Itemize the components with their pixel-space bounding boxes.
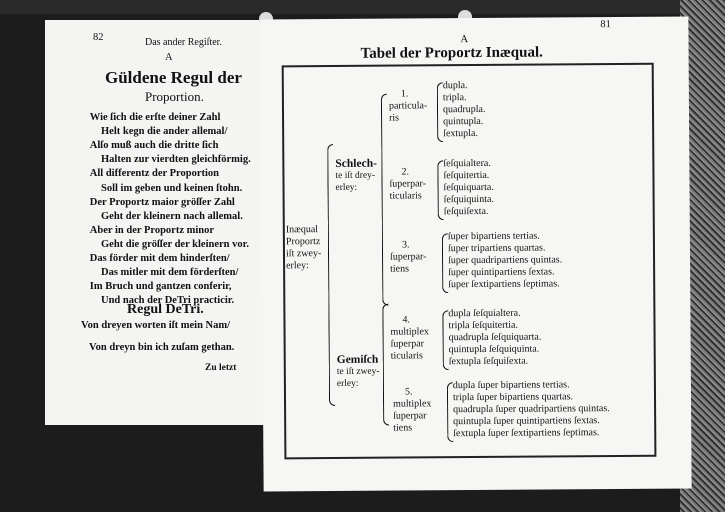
proportion-item: ſextupla ſeſquiſexta.	[448, 355, 529, 368]
verse-line: Helt kegn die ander allemal/	[101, 126, 228, 138]
running-head: Das ander Regiſter.	[145, 37, 222, 48]
branch-label-line: Gemiſch	[336, 353, 379, 366]
root-label-line: erley:	[286, 260, 309, 272]
verse-line: Das mitler mit dem förderſten/	[101, 267, 239, 279]
left-page: 82 Das ander Regiſter. A Güldene Regul d…	[45, 20, 277, 425]
proportion-item: ſeſquiquinta.	[443, 193, 494, 206]
verse-line: Und nach der DeTri practicir.	[101, 295, 235, 307]
verse-line: Im Bruch und gantzen conferir,	[89, 281, 232, 293]
brace	[382, 303, 390, 426]
proportion-item: quintupla.	[443, 115, 484, 128]
group-label-line: 1.	[400, 88, 409, 100]
root-label-line: Inæqual	[285, 224, 319, 236]
proportion-item: ſeſquitertia.	[443, 169, 490, 182]
group-label-line: tiens	[390, 263, 410, 275]
group-label-line: particula-	[388, 100, 428, 112]
group-label-line: ſuperpar	[390, 338, 424, 350]
branch-label-line: erley:	[336, 378, 359, 389]
proportion-item: ſextupla ſuper ſextipartiens ſeptimas.	[453, 427, 600, 440]
group-label-line: 2.	[401, 166, 409, 178]
proportion-item: ſuper ſextipartiens ſeptimas.	[448, 278, 560, 291]
group-label-line: 3.	[401, 239, 410, 251]
group-label-line: 4.	[402, 314, 410, 326]
section-verse-line: Von dreyen worten iſt mein Nam/	[81, 320, 231, 331]
group-label-line: ſuperpar-	[389, 178, 427, 190]
verse-line: Geht die gröſſer der kleinern vor.	[101, 238, 249, 250]
group-label-line: 5.	[404, 386, 413, 398]
left-page-number: 82	[93, 32, 104, 43]
branch-label-line: Schlech-	[335, 157, 377, 170]
proportion-item: ſeſquiſexta.	[443, 205, 489, 218]
right-page-number: 81	[600, 19, 611, 31]
verse-line: Der Proportz maior gröſſer Zahl	[89, 196, 235, 208]
proportion-item: tripla ſeſquitertia.	[448, 319, 518, 332]
section-title: Regul DeTri.	[127, 302, 204, 317]
proportion-item: quadrupla ſeſquiquarta.	[448, 331, 542, 344]
catchword: Zu letzt	[205, 363, 237, 373]
verse-line: Wie ſich die erſte deiner Zahl	[89, 112, 221, 123]
proportion-item: quintupla ſeſquiquinta.	[448, 343, 540, 356]
title-line-2: Proportion.	[145, 89, 204, 104]
verse-line: Alſo muß auch die dritte ſich	[89, 140, 219, 152]
group-label-line: ris	[389, 112, 400, 124]
proportion-item: dupla ſeſquialtera.	[448, 307, 521, 320]
verse-line: Geht der kleinern nach allemal.	[101, 210, 243, 222]
proportion-item: ſuper tripartiens quartas.	[447, 242, 546, 255]
root-label-line: iſt zwey-	[285, 248, 322, 260]
verse-line: All differentz der Proportion	[89, 168, 219, 180]
table-title: Tabel der Proportz Inæqual.	[360, 44, 543, 62]
right-page: 81 A Tabel der Proportz Inæqual. Inæqual…	[260, 16, 692, 492]
verse-line: Aber in der Proportz minor	[89, 224, 215, 236]
signature-mark: A	[460, 34, 469, 46]
group-label-line: tiens	[393, 422, 413, 434]
proportion-item: tripla.	[442, 92, 467, 104]
branch-label-line: te iſt zwey-	[336, 366, 380, 377]
group-label-line: ſuperpar	[393, 410, 427, 422]
proportion-item: dupla.	[442, 80, 468, 92]
branch-label-line: te iſt drey-	[335, 170, 376, 181]
proportion-item: ſextupla.	[443, 127, 478, 140]
proportion-item: ſuper quadripartiens quintas.	[448, 254, 563, 267]
proportion-item: ſeſquiquarta.	[443, 181, 494, 194]
section-verse-line: Von dreyn bin ich zuſam gethan.	[89, 342, 235, 353]
group-label-line: ſuperpar-	[389, 251, 427, 263]
proportion-item: ſuper quintipartiens ſextas.	[448, 266, 555, 279]
title-line-1: Güldene Regul der	[105, 68, 242, 87]
scan-background-top	[0, 0, 725, 14]
proportion-item: ſuper bipartiens tertias.	[447, 230, 540, 243]
group-label-line: multiplex	[390, 326, 429, 338]
group-label-line: ticularis	[389, 190, 422, 202]
proportion-item: quadrupla ſuper quadripartiens quintas.	[453, 403, 610, 416]
proportion-item: quintupla ſuper quintipartiens ſextas.	[453, 415, 600, 428]
verse-line: Halten zur vierdten gleichförmig.	[101, 154, 251, 166]
proportion-item: dupla ſuper bipartiens tertias.	[452, 379, 570, 392]
verse-line: Das förder mit dem hinderſten/	[89, 253, 230, 264]
group-label-line: multiplex	[393, 398, 432, 410]
branch-label-line: erley:	[335, 182, 358, 193]
proportion-item: tripla ſuper bipartiens quartas.	[452, 391, 574, 404]
root-label-line: Proportz	[285, 236, 321, 248]
group-label-line: ticularis	[390, 350, 423, 362]
verse-line: Soll im geben und keinen ſtohn.	[101, 182, 243, 194]
proportion-item: ſeſquialtera.	[443, 157, 491, 170]
signature-mark: A	[165, 52, 173, 63]
proportion-item: quadrupla.	[442, 103, 486, 116]
